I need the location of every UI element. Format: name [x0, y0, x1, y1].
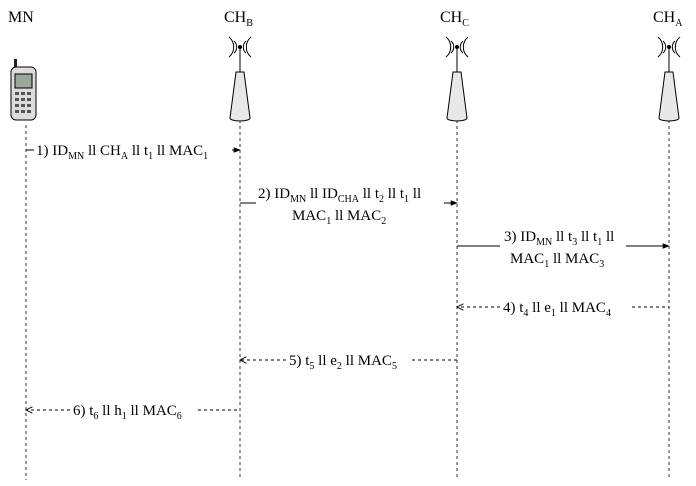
- base-station-icon: [657, 36, 681, 122]
- message-4-label: 4) t4 ll e1 ll MAC4: [503, 300, 611, 319]
- message-3-label-line-1: 3) IDMN ll t3 ll t1 ll: [504, 229, 614, 248]
- message-2-label-line-1: 2) IDMN ll IDCHA ll t2 ll t1 ll: [258, 186, 421, 205]
- entity-label-chb: CHB: [224, 9, 253, 29]
- message-5-label: 5) t5 ll e2 ll MAC5: [289, 353, 397, 372]
- entity-label-chc: CHC: [440, 9, 469, 29]
- entity-label-mn: MN: [8, 9, 34, 26]
- base-station-icon: [228, 36, 252, 122]
- message-3-label-line-2: MAC1 ll MAC3: [510, 251, 604, 270]
- message-1-label: 1) IDMN ll CHA ll t1 ll MAC1: [36, 143, 208, 162]
- entity-label-cha: CHA: [653, 9, 683, 29]
- base-station-icon: [445, 36, 469, 122]
- message-6-label: 6) t6 ll h1 ll MAC6: [73, 403, 182, 422]
- message-2-label-line-2: MAC1 ll MAC2: [292, 208, 386, 227]
- mobile-phone-icon: [10, 59, 37, 121]
